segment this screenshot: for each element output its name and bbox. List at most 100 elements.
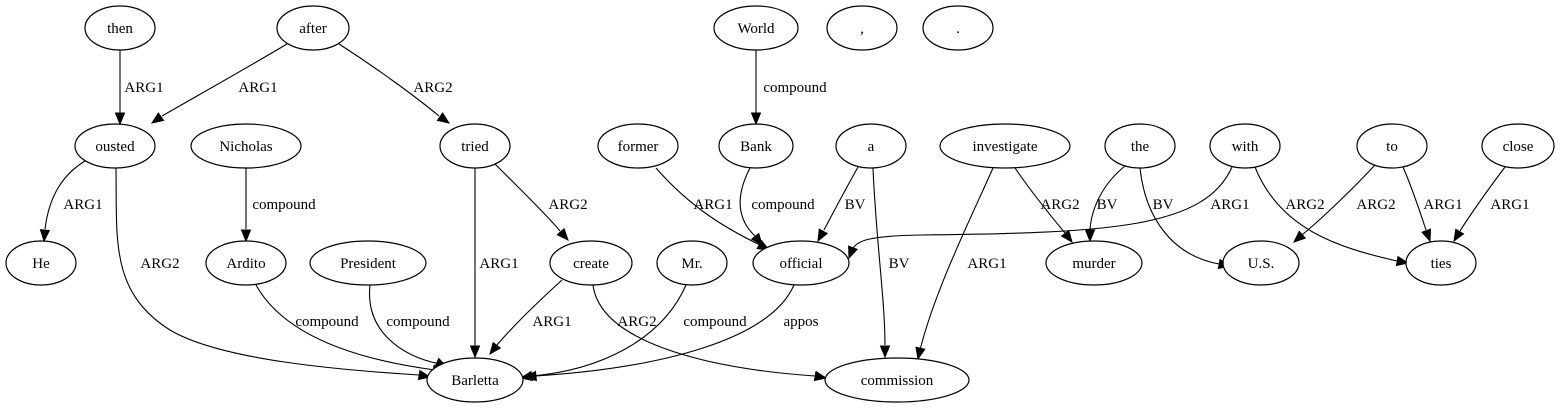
edge-line xyxy=(1402,166,1427,231)
node-ellipse xyxy=(276,5,350,51)
edge-line xyxy=(592,284,816,377)
node-ellipse xyxy=(1481,123,1555,169)
node-label: Nicholas xyxy=(219,139,272,155)
edge-label: ARG2 xyxy=(1040,197,1079,213)
node-ellipse xyxy=(939,123,1071,169)
edge-line xyxy=(1139,167,1220,265)
edge-line xyxy=(496,279,563,346)
edge-label: ARG1 xyxy=(967,256,1006,272)
node-ellipse xyxy=(713,5,799,51)
edge-line xyxy=(823,166,859,231)
arrowhead-icon xyxy=(1293,230,1307,243)
node-ellipse xyxy=(309,240,427,286)
node-label: then xyxy=(107,21,133,37)
edge-then-to-ousted: ARG1 xyxy=(114,50,164,126)
edge-label: ARG2 xyxy=(1356,197,1395,213)
arrowhead-icon xyxy=(469,345,481,359)
edge-a-to-official: BV xyxy=(817,166,866,243)
node-label: tried xyxy=(461,139,489,155)
arrowhead-icon xyxy=(813,370,828,382)
node-world: World xyxy=(713,5,799,51)
edge-investigate-to-murder: ARG2 xyxy=(1014,167,1080,244)
node-ellipse xyxy=(824,357,970,403)
edge-line xyxy=(739,167,756,237)
arrowhead-icon xyxy=(1453,228,1465,243)
node-label: with xyxy=(1232,139,1259,155)
arrowhead-icon xyxy=(39,229,51,243)
node-ellipse xyxy=(835,123,907,169)
edge-line xyxy=(919,167,994,351)
node-a: a xyxy=(835,123,907,169)
edge-after-to-tried: ARG2 xyxy=(338,43,453,124)
edge-the-to-murder: BV xyxy=(1084,165,1126,243)
edge-label: compound xyxy=(763,80,827,96)
edge-label: ARG1 xyxy=(1490,197,1529,213)
node-ties: ties xyxy=(1405,240,1477,286)
arrowhead-icon xyxy=(240,229,252,243)
edge-world-to-bank: compound xyxy=(750,50,827,126)
edge-line xyxy=(531,284,687,377)
node-close: close xyxy=(1481,123,1555,169)
node-ellipse xyxy=(1209,123,1281,169)
edge-line xyxy=(872,167,886,346)
edge-label: ARG2 xyxy=(617,314,656,330)
node-he: He xyxy=(5,240,77,286)
arrowhead-icon xyxy=(915,346,926,361)
node-barletta: Barletta xyxy=(426,357,524,403)
edge-tried-to-create: ARG2 xyxy=(494,163,588,241)
edge-label: ARG1 xyxy=(238,80,277,96)
node-tried: tried xyxy=(439,123,511,169)
node-ellipse xyxy=(84,5,156,51)
node-label: after xyxy=(299,21,326,37)
node-label: the xyxy=(1131,139,1150,155)
edge-label: compound xyxy=(386,314,450,330)
edge-line xyxy=(115,167,420,376)
edge-line xyxy=(338,43,440,117)
node-label: investigate xyxy=(973,139,1038,155)
edge-line xyxy=(1014,167,1066,234)
edge-the-to-us: BV xyxy=(1139,167,1232,270)
edge-after-to-ousted: ARG1 xyxy=(150,43,288,124)
edge-official-to-barletta: appos xyxy=(523,284,819,382)
edge-to-to-ties: ARG1 xyxy=(1402,166,1463,243)
edge-line xyxy=(1254,166,1398,262)
node-ellipse xyxy=(826,5,898,51)
edge-label: compound xyxy=(751,197,815,213)
edge-label: ARG2 xyxy=(413,80,452,96)
edge-mr-to-barletta: compound xyxy=(519,284,747,382)
node-label: Barletta xyxy=(451,373,499,389)
node-murder: murder xyxy=(1045,240,1143,286)
edge-label: compound xyxy=(683,314,747,330)
node-ellipse xyxy=(1356,123,1428,169)
node-create: create xyxy=(549,240,633,286)
edge-label: BV xyxy=(1097,197,1118,213)
arrowhead-icon xyxy=(817,228,829,243)
arrowhead-icon xyxy=(750,112,762,126)
node-ellipse xyxy=(1045,240,1143,286)
edge-nicholas-to-ardito: compound xyxy=(240,168,316,243)
node-comma: , xyxy=(826,5,898,51)
node-ellipse xyxy=(426,357,524,403)
edge-label: BV xyxy=(845,197,866,213)
node-mr: Mr. xyxy=(656,240,728,286)
node-ellipse xyxy=(74,123,156,169)
edge-line xyxy=(1301,164,1376,236)
node-ardito: Ardito xyxy=(205,240,287,286)
arrowhead-icon xyxy=(848,245,858,260)
node-label: official xyxy=(779,256,822,272)
node-ellipse xyxy=(718,123,794,169)
node-investigate: investigate xyxy=(939,123,1071,169)
edge-with-to-ties: ARG2 xyxy=(1254,166,1410,267)
edge-label: BV xyxy=(1153,197,1174,213)
edge-label: ARG1 xyxy=(1210,197,1249,213)
edge-with-to-official: ARG1 xyxy=(848,166,1250,260)
node-bank: Bank xyxy=(718,123,794,169)
node-former: former xyxy=(597,123,679,169)
node-label: murder xyxy=(1072,256,1115,272)
arrowhead-icon xyxy=(1395,255,1410,267)
node-label: a xyxy=(868,139,875,155)
arrowhead-icon xyxy=(1060,229,1073,244)
node-label: U.S. xyxy=(1248,256,1275,272)
node-label: Mr. xyxy=(681,256,702,272)
